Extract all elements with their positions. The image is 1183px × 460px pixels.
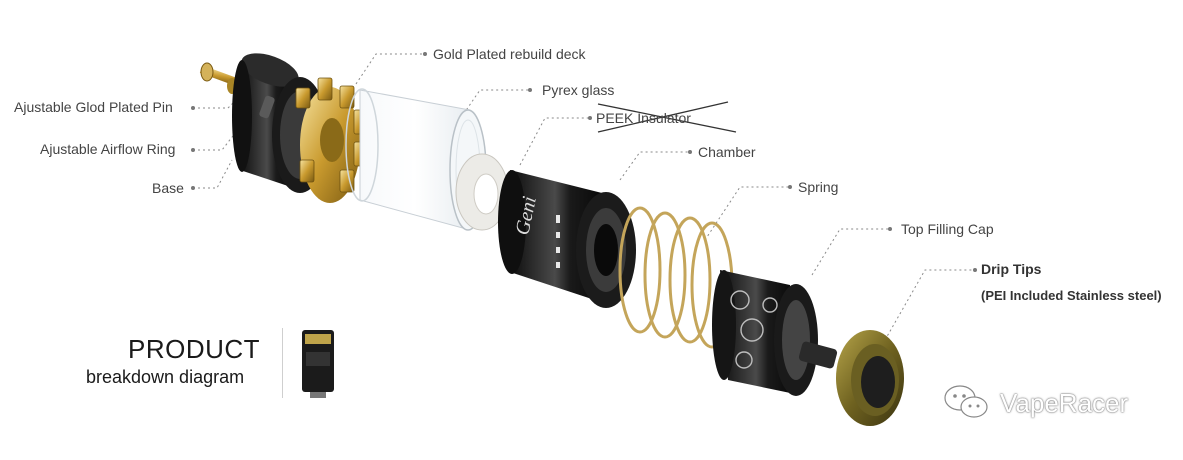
gold-deck-part xyxy=(295,77,369,203)
drip-tip-part xyxy=(836,330,904,426)
title-divider xyxy=(282,328,283,398)
chamber-markings xyxy=(556,215,560,268)
watermark-text: VapeRacer xyxy=(1000,388,1129,418)
peek-insulator-part xyxy=(455,153,509,231)
label-base: Base xyxy=(152,180,184,196)
label-drip-tips-note: (PEI Included Stainless steel) xyxy=(981,288,1162,303)
product-thumbnail xyxy=(302,330,334,398)
label-gold-deck: Gold Plated rebuild deck xyxy=(433,46,586,62)
label-airflow: Ajustable Airflow Ring xyxy=(40,141,176,157)
wechat-icon xyxy=(944,385,988,418)
label-spring: Spring xyxy=(798,179,839,195)
label-peek: PEEK Insulator xyxy=(596,110,691,126)
peek-strike xyxy=(597,101,737,133)
label-drip-tips: Drip Tips xyxy=(981,261,1042,277)
chamber-part: Geni xyxy=(498,170,636,308)
leader-dots xyxy=(191,52,977,272)
diagram-subtitle: breakdown diagram xyxy=(86,367,245,387)
label-pyrex: Pyrex glass xyxy=(542,82,615,98)
label-pin: Ajustable Glod Plated Pin xyxy=(14,99,173,115)
top-filling-cap-part xyxy=(712,270,838,396)
label-top-cap: Top Filling Cap xyxy=(901,221,994,237)
leader-lines xyxy=(193,53,975,341)
label-chamber: Chamber xyxy=(698,144,756,160)
diagram-title: PRODUCT xyxy=(128,334,261,364)
